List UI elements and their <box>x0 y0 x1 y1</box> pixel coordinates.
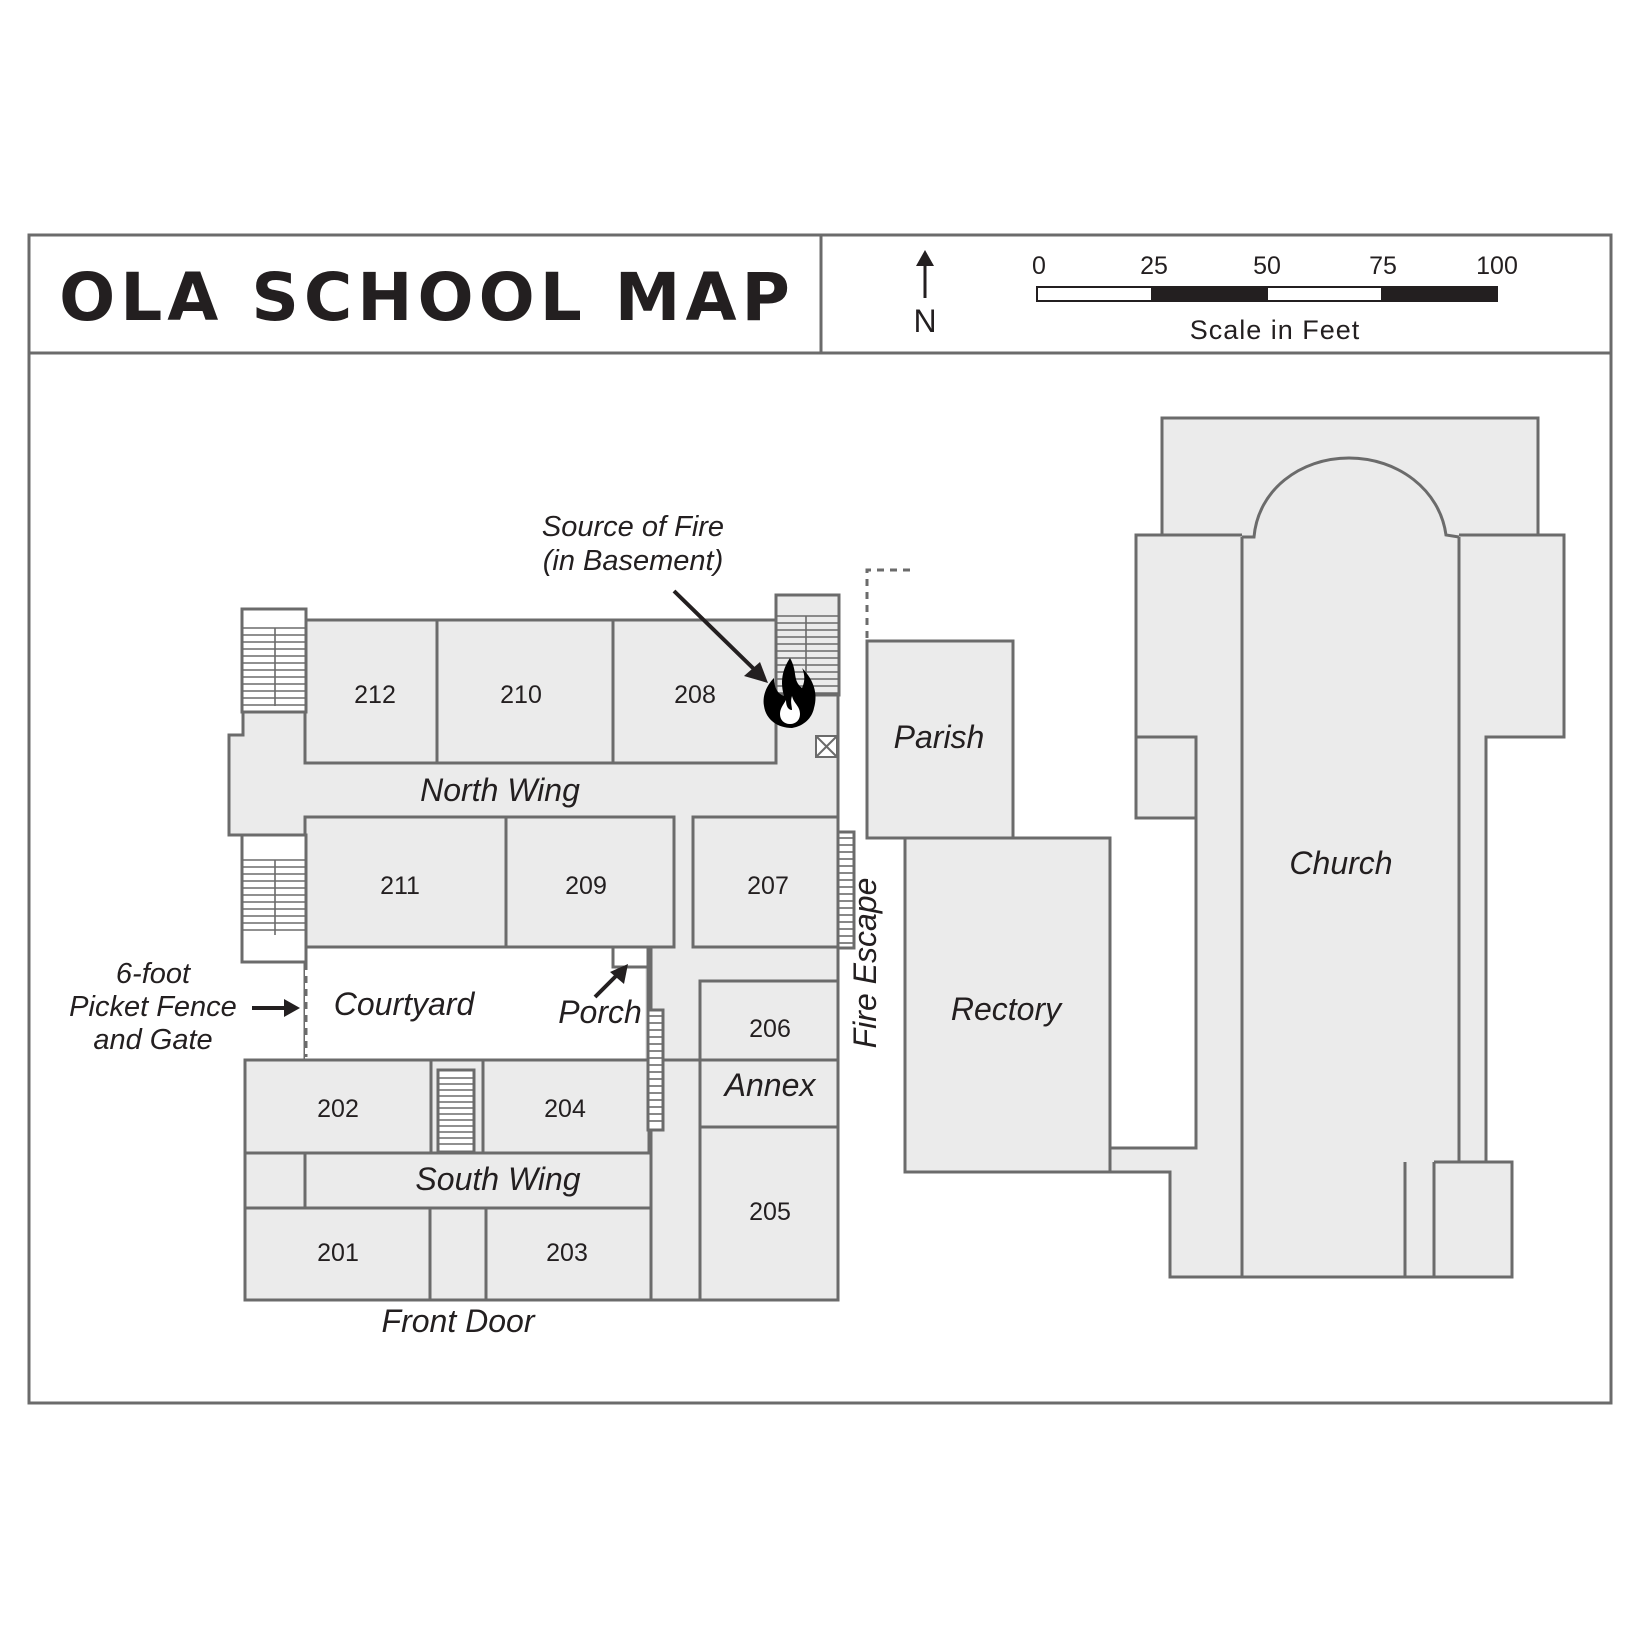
north-wing-label: North Wing <box>420 772 580 808</box>
church-building <box>1108 416 1566 1279</box>
room-209 <box>504 815 676 949</box>
scale-tick-label: 75 <box>1369 252 1397 280</box>
fence-label: and Gate <box>93 1024 212 1056</box>
fence-label: 6-foot <box>116 958 192 990</box>
scale-tick-label: 50 <box>1253 252 1281 280</box>
room-label-208: 208 <box>674 681 716 709</box>
fire-escape-stairs <box>836 830 856 950</box>
map-frame <box>27 233 1613 1405</box>
scale-caption: Scale in Feet <box>1190 315 1361 345</box>
room-label-202: 202 <box>317 1095 359 1123</box>
courtyard-label: Courtyard <box>334 986 476 1022</box>
scale-tick-label: 25 <box>1140 252 1168 280</box>
church-label: Church <box>1289 845 1392 881</box>
room-206 <box>698 979 840 1129</box>
stair-treads <box>242 615 854 1145</box>
front-door-hall <box>428 1206 488 1302</box>
annex-label: Annex <box>723 1067 817 1103</box>
porch-arrow <box>593 964 628 999</box>
fire-source-label: Source of Fire <box>542 511 724 543</box>
map-title: OLA SCHOOL MAP <box>59 259 795 336</box>
porch-label: Porch <box>558 994 642 1030</box>
room-label-212: 212 <box>354 681 396 709</box>
scale-tick-label: 100 <box>1476 252 1518 280</box>
fence-label: Picket Fence <box>69 991 237 1023</box>
rectory-label: Rectory <box>951 991 1063 1027</box>
parish-building <box>865 639 1015 840</box>
fire-source-arrow <box>672 589 768 683</box>
front-door-label: Front Door <box>382 1303 536 1339</box>
stairs-south-middle <box>436 1068 476 1154</box>
stairs-northwest <box>240 607 308 714</box>
fire-escape-path <box>865 568 910 638</box>
room-212 <box>303 618 439 765</box>
room-label-209: 209 <box>565 872 607 900</box>
room-202 <box>243 1058 433 1155</box>
room-label-204: 204 <box>544 1095 586 1123</box>
north-arrow-icon <box>916 250 934 298</box>
room-label-207: 207 <box>747 872 789 900</box>
room-label-205: 205 <box>749 1198 791 1226</box>
room-label-203: 203 <box>546 1239 588 1267</box>
scale-bar <box>1036 286 1498 302</box>
room-label-201: 201 <box>317 1239 359 1267</box>
room-label-210: 210 <box>500 681 542 709</box>
parish-label: Parish <box>894 719 985 755</box>
fire-escape-label: Fire Escape <box>847 878 883 1049</box>
fire-source-label: (in Basement) <box>543 545 724 577</box>
room-label-206: 206 <box>749 1015 791 1043</box>
room-207 <box>691 815 840 949</box>
room-203 <box>484 1206 653 1302</box>
fence-arrow <box>252 999 300 1017</box>
rectory-building <box>903 836 1112 1174</box>
room-201 <box>243 1206 432 1302</box>
stairs-southwest <box>240 833 308 964</box>
room-label-211: 211 <box>380 872 420 900</box>
room-210 <box>435 618 615 765</box>
fire-icon <box>763 658 816 728</box>
south-wing-label: South Wing <box>415 1161 580 1197</box>
scale-tick-label: 0 <box>1032 252 1046 280</box>
porch-stairs <box>646 1008 665 1132</box>
shaft-icon <box>815 735 838 758</box>
north-label: N <box>913 303 936 339</box>
